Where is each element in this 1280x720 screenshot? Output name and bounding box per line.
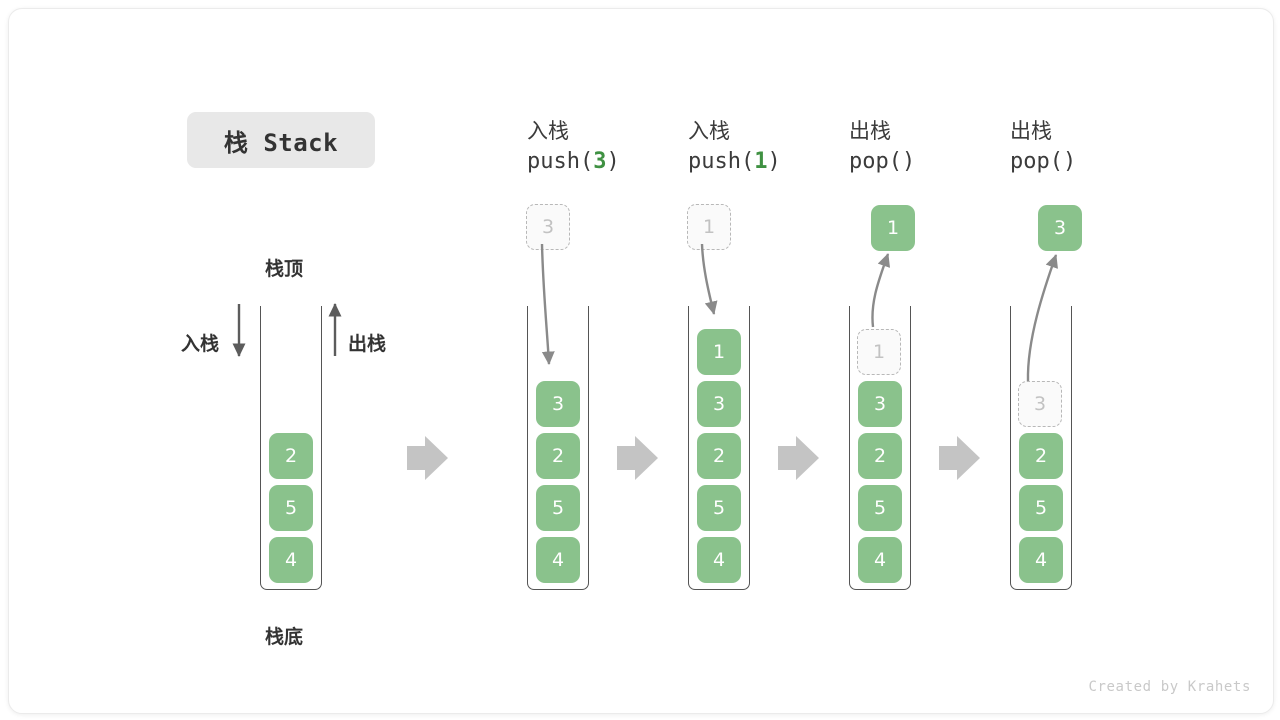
stack-cell: 5 <box>269 485 313 531</box>
stack-cell: 5 <box>536 485 580 531</box>
push-direction-label: 入栈 <box>181 333 220 355</box>
stack-cell: 4 <box>697 537 741 583</box>
stack-cell: 5 <box>1019 485 1063 531</box>
incoming-cell-push-1: 1 <box>687 204 731 250</box>
stack-tube-pop-3 <box>1010 306 1072 590</box>
removed-cell-pop-3: 3 <box>1018 381 1062 427</box>
removed-cell-pop-1: 1 <box>857 329 901 375</box>
column-header-pop-3: 出栈 pop() <box>1010 116 1076 178</box>
column-header-code: pop() <box>1010 149 1077 174</box>
stack-cell: 2 <box>697 433 741 479</box>
stack-tube-push-3 <box>527 306 589 590</box>
column-header-push-3: 入栈 push(3) <box>527 116 620 178</box>
column-header-code: pop() <box>849 149 916 174</box>
flow-arrow-2 <box>617 436 658 480</box>
stack-tube-push-1 <box>688 306 750 590</box>
stack-tube-pop-1 <box>849 306 911 590</box>
push-arrow-1 <box>700 243 718 315</box>
column-header-pop-1: 出栈 pop() <box>849 116 915 178</box>
stack-cell: 2 <box>1019 433 1063 479</box>
column-header-code: push(3) <box>527 149 620 174</box>
stack-cell: 3 <box>697 381 741 427</box>
stack-cell: 2 <box>858 433 902 479</box>
column-header-cn: 入栈 <box>688 119 730 143</box>
flow-arrow-3 <box>778 436 819 480</box>
stack-tube-initial <box>260 306 322 590</box>
stack-cell: 2 <box>269 433 313 479</box>
diagram-canvas: 栈 Stack 栈顶 入栈 出栈 栈底 2 5 4 入栈 push(3) 3 3… <box>8 8 1274 714</box>
column-header-cn: 出栈 <box>1010 119 1052 143</box>
incoming-cell-push-3: 3 <box>526 204 570 250</box>
column-header-cn: 入栈 <box>527 119 569 143</box>
pop-direction-label: 出栈 <box>348 333 387 355</box>
stack-cell: 4 <box>1019 537 1063 583</box>
column-header-cn: 出栈 <box>849 119 891 143</box>
stack-cell: 5 <box>858 485 902 531</box>
stack-top-label: 栈顶 <box>265 258 304 280</box>
column-header-push-1: 入栈 push(1) <box>688 116 781 178</box>
outgoing-cell-pop-1: 1 <box>871 205 915 251</box>
stack-bottom-label: 栈底 <box>265 626 304 648</box>
stack-cell: 3 <box>536 381 580 427</box>
stack-cell: 3 <box>858 381 902 427</box>
diagram-title: 栈 Stack <box>187 112 375 168</box>
stack-cell: 4 <box>536 537 580 583</box>
stack-cell: 5 <box>697 485 741 531</box>
flow-arrow-4 <box>939 436 980 480</box>
outgoing-cell-pop-3: 3 <box>1038 205 1082 251</box>
footer-credit: Created by Krahets <box>1088 679 1251 695</box>
stack-cell: 4 <box>858 537 902 583</box>
flow-arrow-1 <box>407 436 448 480</box>
stack-cell: 1 <box>697 329 741 375</box>
stack-cell: 2 <box>536 433 580 479</box>
stack-cell: 4 <box>269 537 313 583</box>
column-header-code: push(1) <box>688 149 781 174</box>
